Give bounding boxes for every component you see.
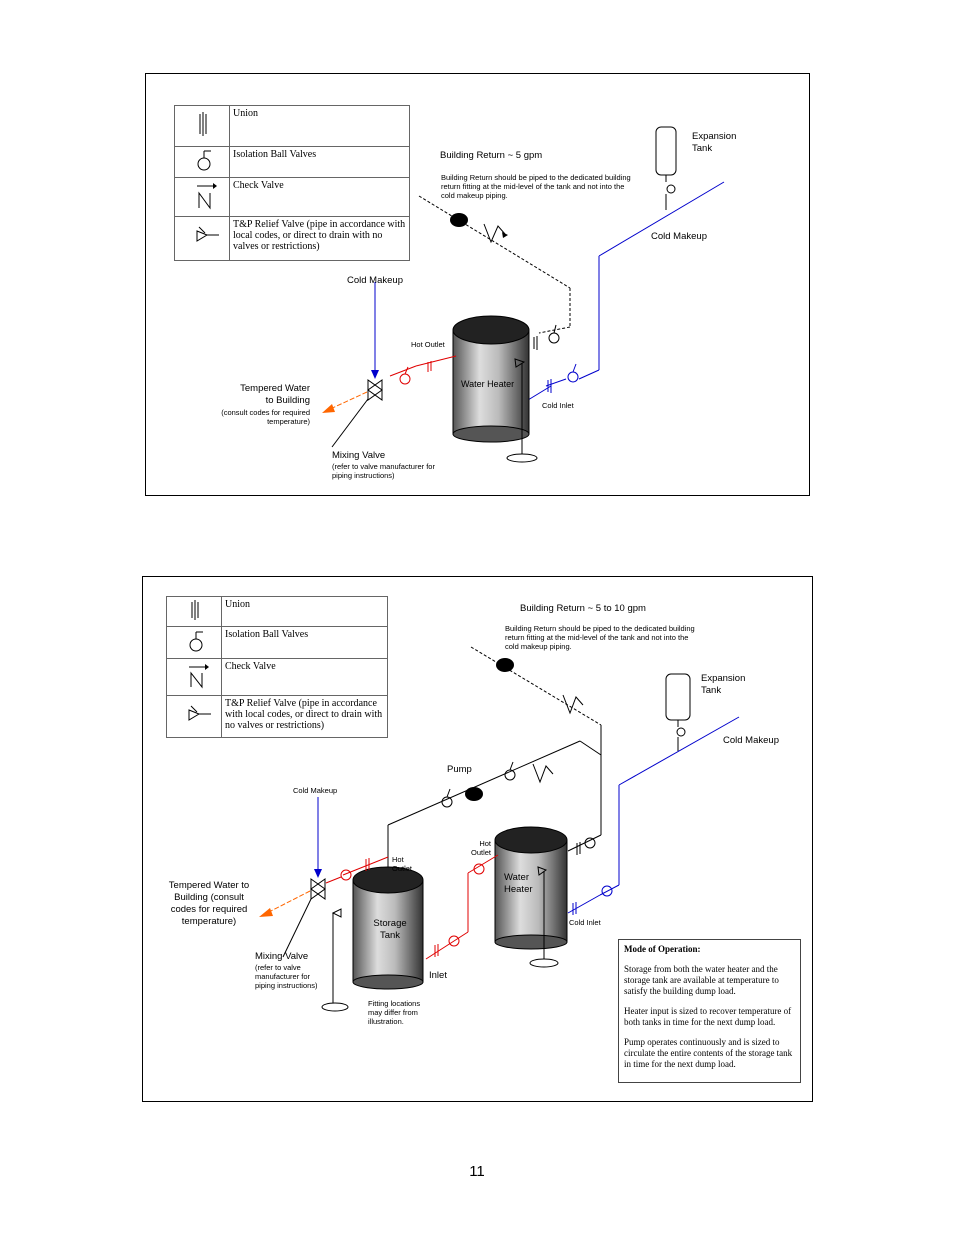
mixing-valve-icon [367,379,383,401]
legend-ball-valve-label: Isolation Ball Valves [221,626,388,659]
relief-valve-icon [537,866,548,876]
legend-table: Union Isolation Ball Valves Check Valve … [174,105,410,261]
relief-valve-icon [514,358,526,368]
water-heater-label: Water Heater [504,872,533,895]
union-icon [174,105,230,147]
ball-valve-icon [548,332,560,344]
cold-makeup-label: Cold Makeup [651,231,707,242]
mode-title: Mode of Operation: [624,944,701,954]
cold-makeup-label: Cold Makeup [347,275,403,286]
diagram1-piping [322,126,725,463]
drain-icon [506,453,538,463]
hot-outlet-line [415,355,457,367]
cold-makeup-line [618,716,740,786]
check-valve-icon [166,658,222,696]
hot-outlet-label: Hot Outlet [392,855,413,873]
legend-table: Union Isolation Ball Valves Check Valve … [166,596,388,738]
pump-icon [465,787,483,801]
hot-outlet-label: Hot Outlet [411,340,445,349]
return-line [470,646,602,726]
legend-check-valve-label: Check Valve [221,658,388,696]
tempered-water-title: Tempered Water to Building (consult code… [168,880,250,927]
building-return-note: Building Return should be piped to the d… [505,624,695,651]
mode-paragraph: Heater input is sized to recover tempera… [624,1006,792,1027]
cold-makeup-label: Cold Makeup [723,735,779,746]
tempered-water-line [264,890,311,915]
diagram-heater-with-storage: Union Isolation Ball Valves Check Valve … [142,576,813,1102]
building-return-note: Building Return should be piped to the d… [441,173,631,200]
mixing-valve-note: (refer to valve manufacturer for piping … [332,462,435,480]
check-valve-icon [483,223,506,244]
relief-valve-icon [331,908,342,918]
tempered-water-line [327,391,368,411]
ball-valve-icon [567,371,579,383]
cold-makeup-label: Cold Makeup [293,786,338,795]
cold-makeup-line [598,181,725,257]
expansion-tank-icon [665,673,691,721]
water-heater-tank [452,329,530,435]
diagram2-piping [259,646,740,1012]
legend-union-label: Union [229,105,410,147]
mode-paragraph: Pump operates continuously and is sized … [624,1037,793,1069]
check-valve-icon [562,694,584,715]
pump-icon [496,658,514,672]
expansion-tank-label: Expansion Tank [692,131,737,154]
mode-of-operation-box: Mode of Operation: Storage from both the… [618,939,801,1083]
storage-tank-label: Storage Tank [373,918,407,941]
expansion-tank-icon [655,126,677,176]
pump-icon [450,213,468,227]
expansion-tank-label: Expansion Tank [701,673,746,696]
tempered-water-title: Tempered Water to Building [240,383,310,406]
mixing-valve-label: Mixing Valve [255,951,309,962]
mixing-valve-note: (refer to valve manufacturer for piping … [255,963,318,990]
mode-paragraph: Storage from both the water heater and t… [624,964,779,996]
mixing-valve-label: Mixing Valve [332,450,386,461]
diagram-single-heater: Union Isolation Ball Valves Check Valve … [145,73,810,496]
relief-valve-icon [174,216,230,261]
page-number: 11 [469,1163,485,1180]
ball-valve-icon [399,373,411,385]
inlet-label: Inlet [429,970,447,981]
legend-relief-valve-label: T&P Relief Valve (pipe in accordance wit… [229,216,410,261]
mixing-valve-icon [310,878,326,900]
hot-outlet-label: Hot Outlet [470,839,491,857]
return-line [418,195,571,289]
drain-icon [321,1002,349,1012]
cold-inlet-label: Cold Inlet [542,401,574,410]
tempered-water-note: (consult codes for required temperature) [221,408,310,426]
storage-tank [352,879,424,983]
legend-relief-valve-label: T&P Relief Valve (pipe in accordance wit… [221,695,388,738]
building-return-title: Building Return ~ 5 to 10 gpm [520,603,646,614]
drain-icon [529,958,559,968]
water-heater-label: Water Heater [461,379,515,389]
pump-label: Pump [447,764,472,775]
building-return-title: Building Return ~ 5 gpm [440,150,543,161]
fitting-note: Fitting locations may differ from illust… [368,999,421,1026]
ball-valve-icon [441,796,453,808]
cold-inlet-label: Cold Inlet [569,918,601,927]
check-valve-icon [174,177,230,217]
ball-valve-icon [166,626,222,659]
